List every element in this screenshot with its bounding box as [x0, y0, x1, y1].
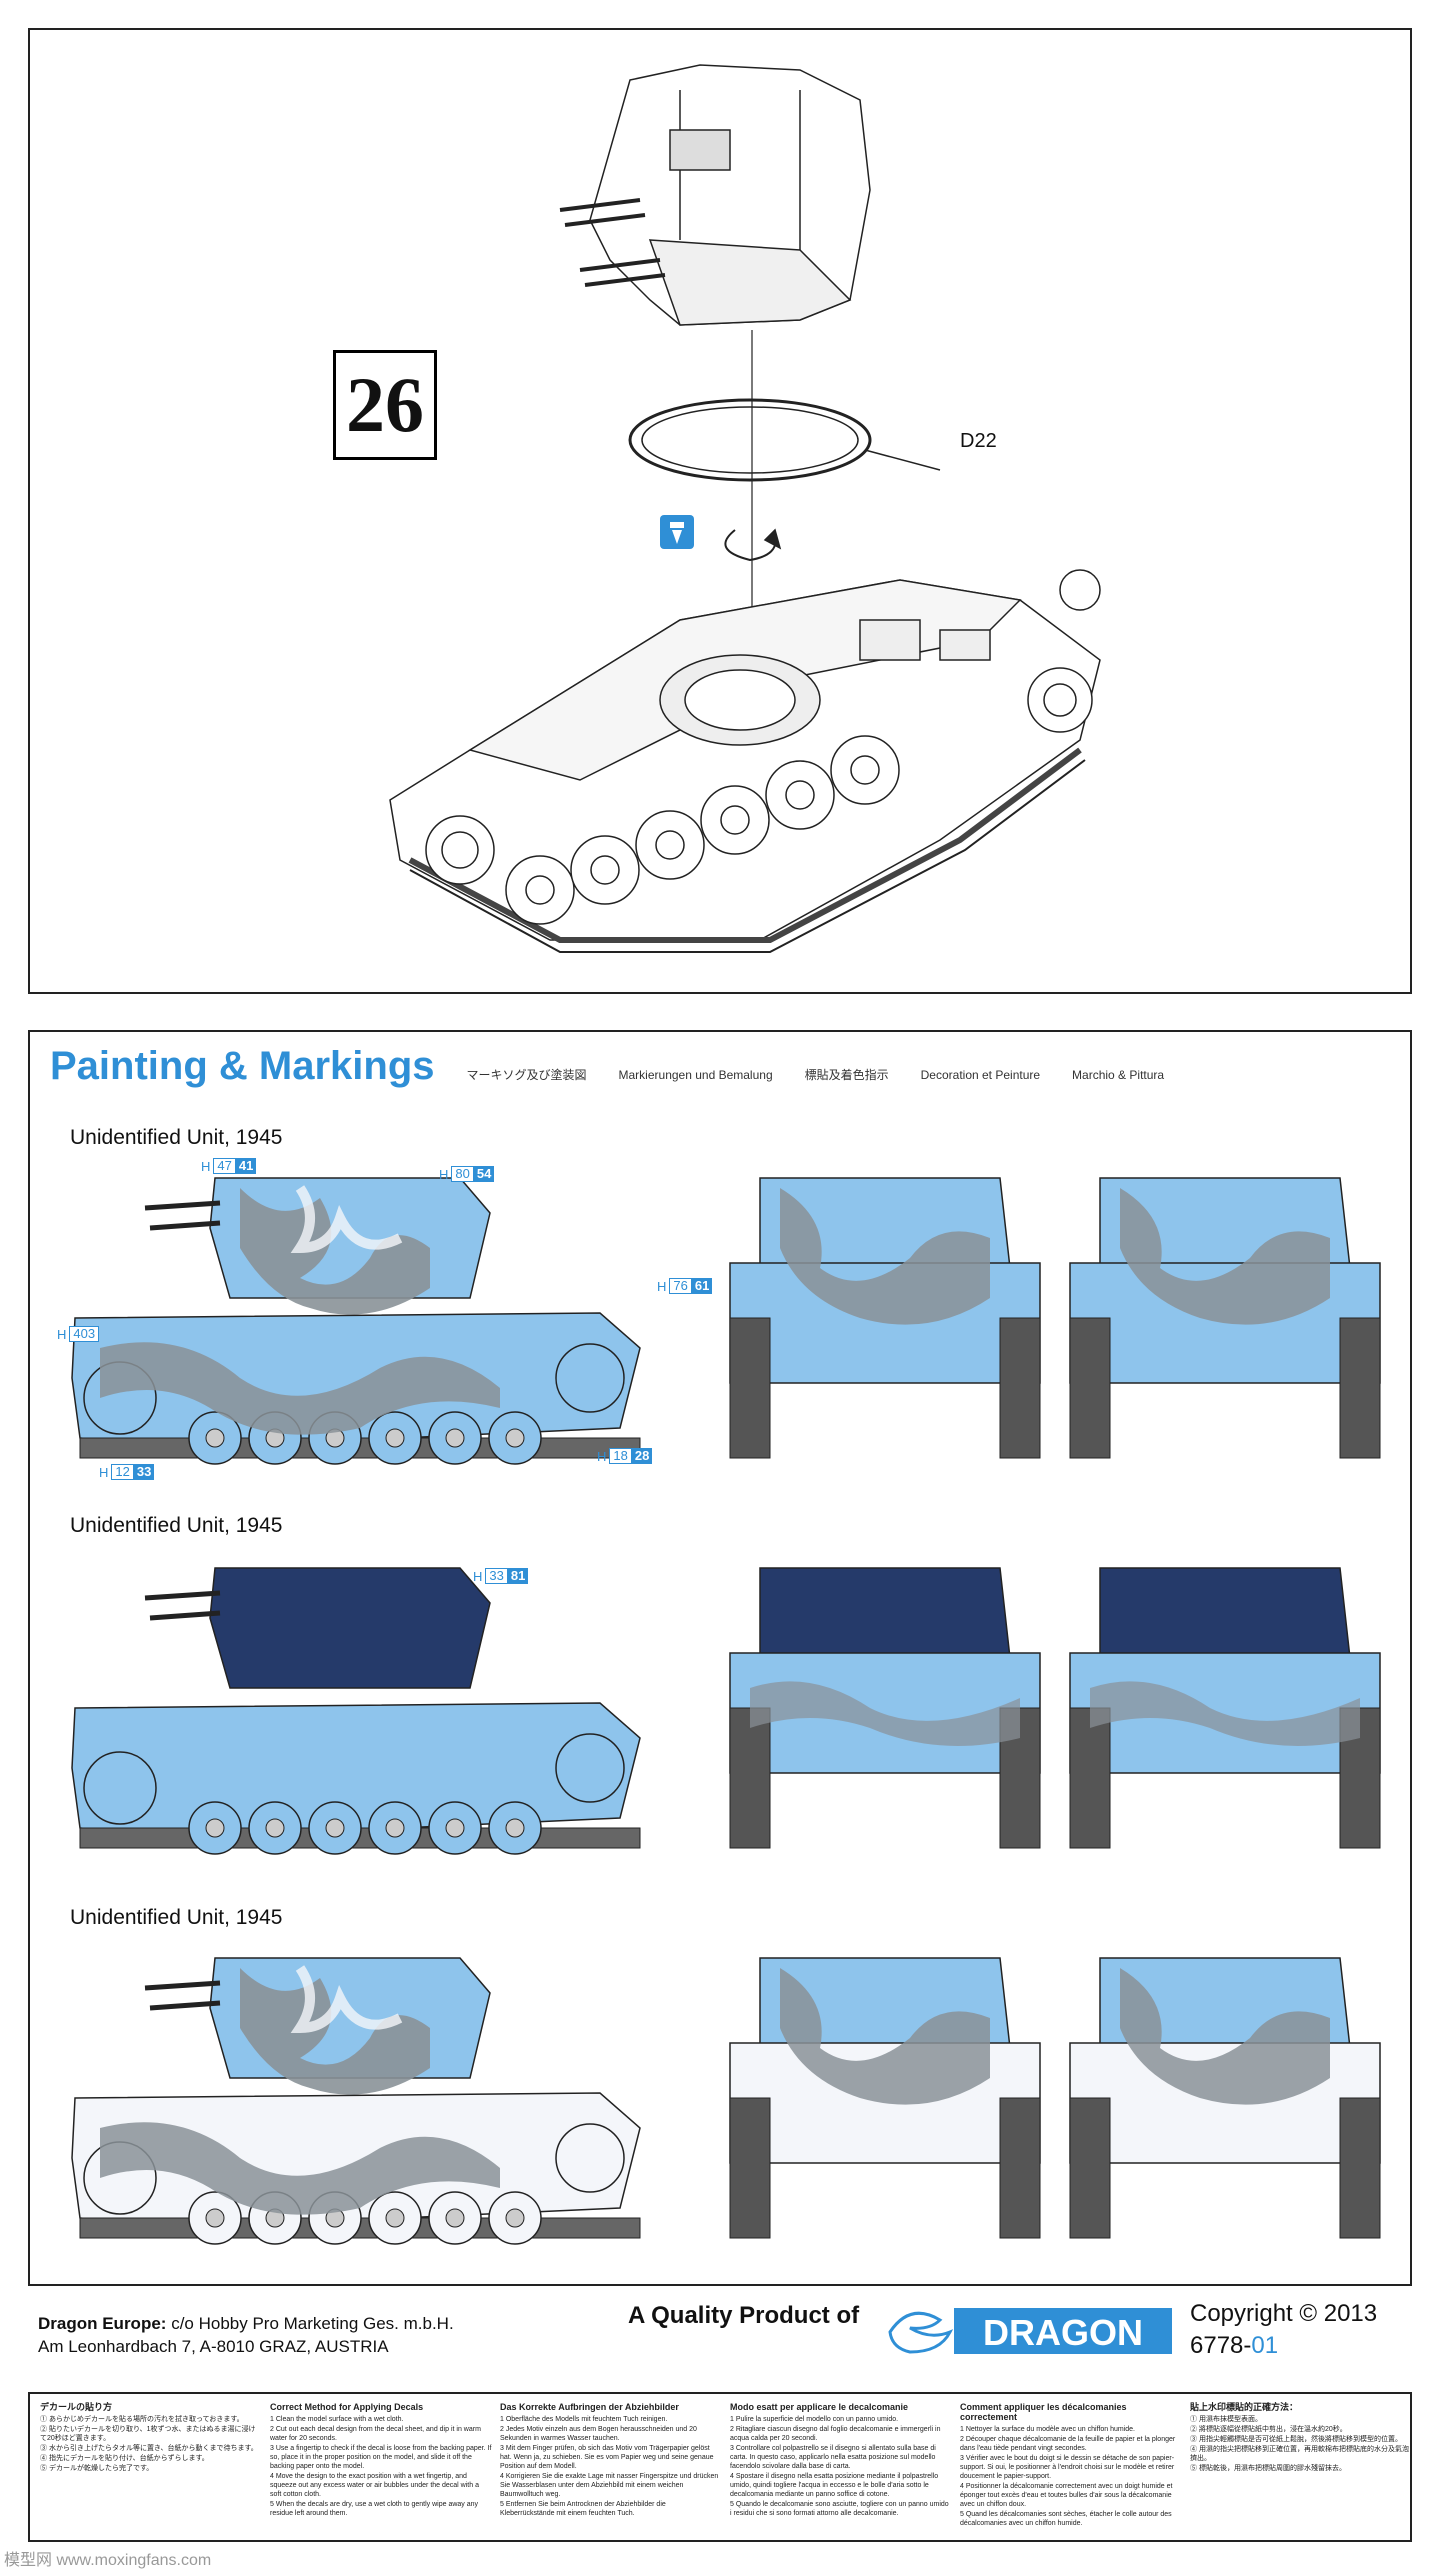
scheme-2-wheel-hub: [265, 1818, 285, 1838]
scheme-2-wheel-hub: [205, 1818, 225, 1838]
scheme-1-rear-track-right: [1339, 1317, 1381, 1459]
scheme-3-rear-track-right: [1339, 2097, 1381, 2239]
subtitle-ja: マーキソグ及び塗装図: [466, 1068, 587, 1082]
scheme-3-rear-camo: [1120, 1968, 1330, 2105]
scheme-1-gun-barrel: [149, 1220, 221, 1231]
scheme-2-front-track-left: [729, 1707, 771, 1849]
scheme-2-wheel-hub: [505, 1818, 525, 1838]
scheme-2-wheel-hub: [445, 1818, 465, 1838]
scheme-1-wheel-hub: [445, 1428, 465, 1448]
scheme-1-rear-camo: [1120, 1188, 1330, 1325]
scheme-1-wheel-hub: [505, 1428, 525, 1448]
painting-title: Painting & Markings: [50, 1044, 435, 1088]
subtitle-de: Markierungen und Bemalung: [618, 1068, 773, 1082]
instructions-zh: 貼上水印標貼的正確方法： ① 用濕布抹模型表面。② 將標貼逐幅從標貼紙中剪出，浸…: [1190, 2402, 1409, 2472]
instructions-ja: デカールの貼り方 ① あらかじめデカールを貼る場所の汚れを拭き取っておきます。②…: [40, 2402, 258, 2472]
scheme-2-front-camo: [750, 1681, 1020, 1746]
scheme-2-wheel-hub: [325, 1818, 345, 1838]
instructions-en: Correct Method for Applying Decals 1 Cle…: [270, 2402, 492, 2517]
scheme-1-gun-barrel: [144, 1200, 221, 1211]
scheme-2-gun-barrel: [149, 1610, 221, 1621]
scheme-3-idler-wheel: [555, 2123, 625, 2193]
watermark-text: 模型网 www.moxingfans.com: [4, 2552, 212, 2569]
scheme-1-camo-white: [290, 1185, 403, 1254]
scheme-2-rear-turret: [1099, 1567, 1351, 1659]
scheme-2-rear-track-left: [1069, 1707, 1111, 1849]
step-number: 26: [333, 350, 437, 460]
scheme-1-front-track-left: [729, 1317, 771, 1459]
scheme-3-front-camo: [780, 1968, 990, 2105]
instructions-de: Das Korrekte Aufbringen der Abziehbilder…: [500, 2402, 719, 2517]
subtitle-it: Marchio & Pittura: [1072, 1068, 1165, 1082]
scheme-2-side-turret: [209, 1567, 491, 1689]
scheme-3-gun-barrel: [144, 1980, 221, 1991]
scheme-3-wheel-hub: [205, 2208, 225, 2228]
scheme-3-wheel-hub: [445, 2208, 465, 2228]
scheme-2-wheel-hub: [385, 1818, 405, 1838]
scheme-3-wheel-hub: [385, 2208, 405, 2228]
scheme-1-front-camo: [780, 1188, 990, 1325]
scheme-1-wheel-hub: [205, 1428, 225, 1448]
scheme-3-wheel-hub: [505, 2208, 525, 2228]
instructions-it: Modo esatt per applicare le decalcomanie…: [730, 2402, 949, 2517]
scheme-3-camo-white: [290, 1965, 403, 2034]
scheme-1-idler-wheel: [555, 1343, 625, 1413]
part-label-d22: D22: [960, 430, 997, 452]
decal-instructions-box: デカールの貼り方 ① あらかじめデカールを貼る場所の汚れを拭き取っておきます。②…: [28, 2392, 1412, 2542]
scheme-3-group: [71, 1957, 1381, 2245]
scheme-1-wheel-hub: [385, 1428, 405, 1448]
scheme-2-group: [71, 1567, 1381, 1855]
scheme-3-camo-grey: [100, 2122, 500, 2215]
subtitle-fr: Decoration et Peinture: [920, 1068, 1041, 1082]
assembly-drawing: [389, 64, 1101, 953]
painting-title-row: Painting & Markings マーキソグ及び塗装図 Markierun…: [50, 1044, 1164, 1089]
scheme-3-unit-label: Unidentified Unit, 1945: [70, 1906, 283, 1929]
scheme-2-gun-barrel: [144, 1590, 221, 1601]
scheme-2-idler-wheel: [555, 1733, 625, 1803]
scheme-3-front-track-right: [999, 2097, 1041, 2239]
scheme-1-unit-label: Unidentified Unit, 1945: [70, 1126, 283, 1149]
copyright-text: Copyright © 2013: [1190, 2300, 1378, 2327]
scheme-2-rear-camo: [1090, 1681, 1360, 1746]
subtitle-zh: 標貼及着色指示: [804, 1068, 889, 1082]
quality-product-text: A Quality Product of: [628, 2302, 860, 2329]
scheme-3-camo-grey: [240, 1968, 430, 2095]
scheme-3-gun-barrel: [149, 2000, 221, 2011]
dragon-brand-text: DRAGON: [983, 2312, 1143, 2353]
scheme-1-rear-track-left: [1069, 1317, 1111, 1459]
scheme-2-drive-sprocket: [83, 1751, 157, 1825]
dragon-europe-address: Dragon Europe: c/o Hobby Pro Marketing G…: [38, 2314, 454, 2356]
scheme-1-camo-grey: [240, 1188, 430, 1315]
kit-code: 6778-01: [1190, 2332, 1279, 2359]
instructions-fr: Comment appliquer les décalcomanies corr…: [960, 2402, 1176, 2527]
scheme-1-camo-grey: [100, 1342, 500, 1435]
scheme-3-front-track-left: [729, 2097, 771, 2239]
scheme-1-front-track-right: [999, 1317, 1041, 1459]
scheme-2-front-turret: [759, 1567, 1011, 1659]
scheme-1-group: [71, 1177, 1381, 1465]
scheme-2-unit-label: Unidentified Unit, 1945: [70, 1514, 283, 1537]
scheme-3-rear-track-left: [1069, 2097, 1111, 2239]
dragon-logo-icon: DRAGON: [884, 2302, 1178, 2360]
